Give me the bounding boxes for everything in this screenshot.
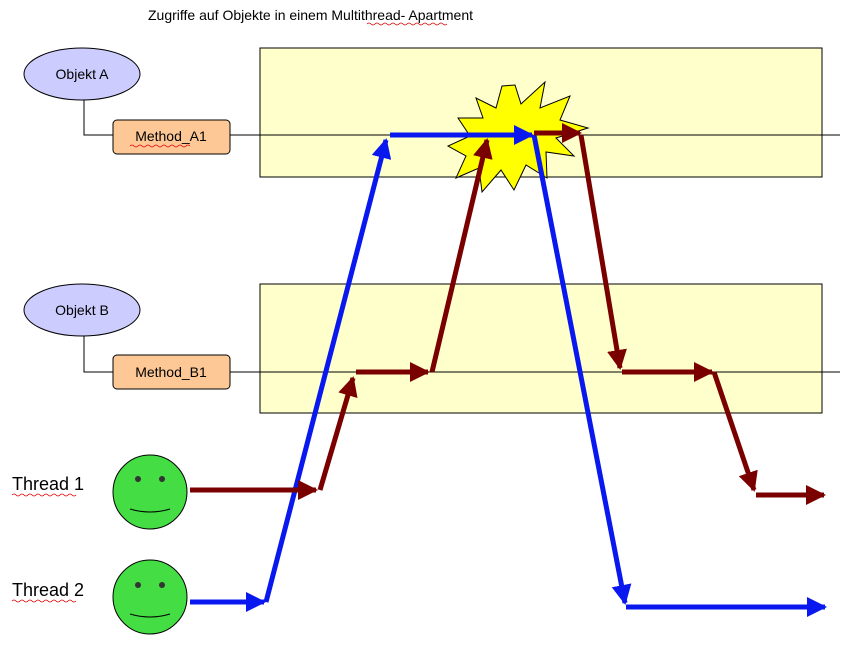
thread-1-arrow	[317, 376, 358, 491]
object-b-ellipse	[23, 283, 141, 337]
method-a1-box	[112, 119, 231, 155]
object-b-connector	[83, 336, 113, 373]
object-b-label: Objekt B	[55, 302, 109, 318]
object-a-label: Objekt A	[56, 66, 110, 82]
spellcheck-underline	[11, 599, 77, 603]
thread-1-face-icon	[112, 454, 188, 530]
spellcheck-underline	[11, 493, 77, 497]
method-b1-label: Method_B1	[135, 364, 207, 380]
thread-1-arrow	[429, 138, 493, 373]
thread-2-path	[190, 125, 827, 617]
thread-2-label: Thread 2	[12, 580, 84, 600]
thread-2-face-icon	[112, 559, 188, 635]
method-a1-label: Method_A1	[135, 128, 207, 144]
spellcheck-underline	[366, 22, 448, 26]
spellcheck-underline	[129, 144, 191, 148]
thread-1-path	[190, 123, 826, 505]
thread-2-arrow	[263, 138, 392, 603]
thread-1-label: Thread 1	[12, 474, 84, 494]
thread-1-arrow	[711, 371, 758, 492]
object-a-connector	[83, 100, 113, 136]
thread-1-arrow	[578, 134, 627, 370]
object-a-ellipse	[23, 47, 141, 101]
thread-2-arrow	[531, 134, 632, 605]
diagram-title: Zugriffe auf Objekte in einem Multithrea…	[148, 7, 473, 23]
